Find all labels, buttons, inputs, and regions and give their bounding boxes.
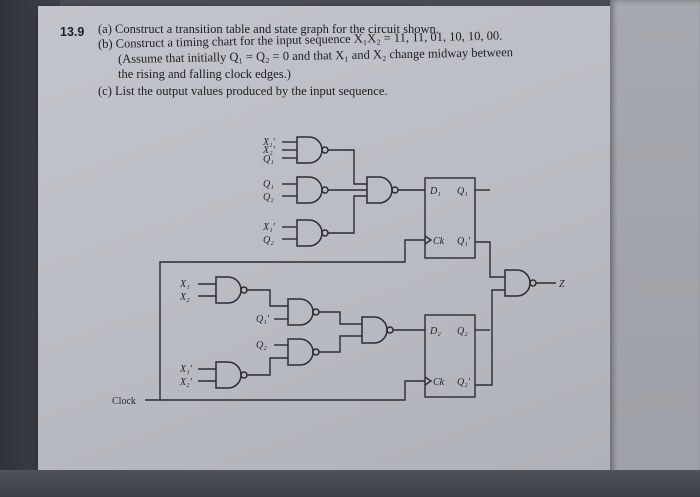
nand-gate-6 [215, 361, 248, 389]
nand-gate-3 [296, 219, 329, 247]
label-g5-in2: X₂ [179, 292, 190, 303]
clock-label: Clock [112, 396, 136, 407]
label-g1-in1: X₁' [262, 137, 276, 148]
ff1-clock-triangle [424, 235, 433, 245]
label-g1-in2: X₂' [262, 145, 276, 156]
flip-flop-2 [424, 314, 476, 398]
label-g8-in1: Q₂ [256, 340, 267, 351]
ff1-q-label: Q₁ [457, 186, 468, 197]
label-g1-in3: Q₁ [263, 154, 274, 165]
next-page-edge [610, 0, 700, 497]
ff2-ck-label: Ck [433, 377, 445, 388]
ff2-q-label: Q₂ [457, 326, 468, 337]
nand-gate-9 [361, 316, 394, 344]
ff1-d-label: D₁ [429, 186, 441, 197]
input-wires [145, 141, 556, 401]
nand-gate-5 [215, 276, 248, 304]
label-g3-in1: X₁' [262, 222, 276, 233]
ff2-d-label: D₂ [429, 326, 441, 337]
problem-number: 13.9 [60, 25, 85, 39]
nand-gate-8 [287, 338, 320, 366]
nand-gate-output [504, 269, 537, 297]
ff1-ck-label: Ck [433, 236, 445, 247]
label-g7-in1: Q₁' [256, 314, 270, 325]
output-z-label: Z [559, 279, 565, 290]
part-a-text: (a) Construct a transition table and sta… [98, 22, 439, 36]
part-c-text: (c) List the output values produced by t… [98, 84, 388, 98]
flip-flop-1 [424, 177, 476, 259]
nand-gate-4 [366, 176, 399, 204]
label-g2-in2: Q₂ [263, 192, 274, 203]
nand-gate-1 [296, 136, 329, 164]
nand-gate-7 [287, 298, 320, 326]
nand-gate-2 [296, 176, 329, 204]
label-g6-in1: X₁' [179, 364, 193, 375]
label-g3-in2: Q₂ [263, 235, 274, 246]
ff2-qbar-label: Q₂' [457, 377, 471, 388]
label-g6-in2: X₂' [179, 377, 193, 388]
textbook-page [38, 6, 610, 474]
page-bottom-edge [0, 470, 700, 497]
part-b-line-3: the rising and falling clock edges.) [118, 67, 291, 81]
label-g2-in1: Q₁ [263, 179, 274, 190]
ff2-clock-triangle [424, 376, 433, 386]
ff1-qbar-label: Q₁' [457, 236, 471, 247]
label-g5-in1: X₁ [179, 279, 190, 290]
